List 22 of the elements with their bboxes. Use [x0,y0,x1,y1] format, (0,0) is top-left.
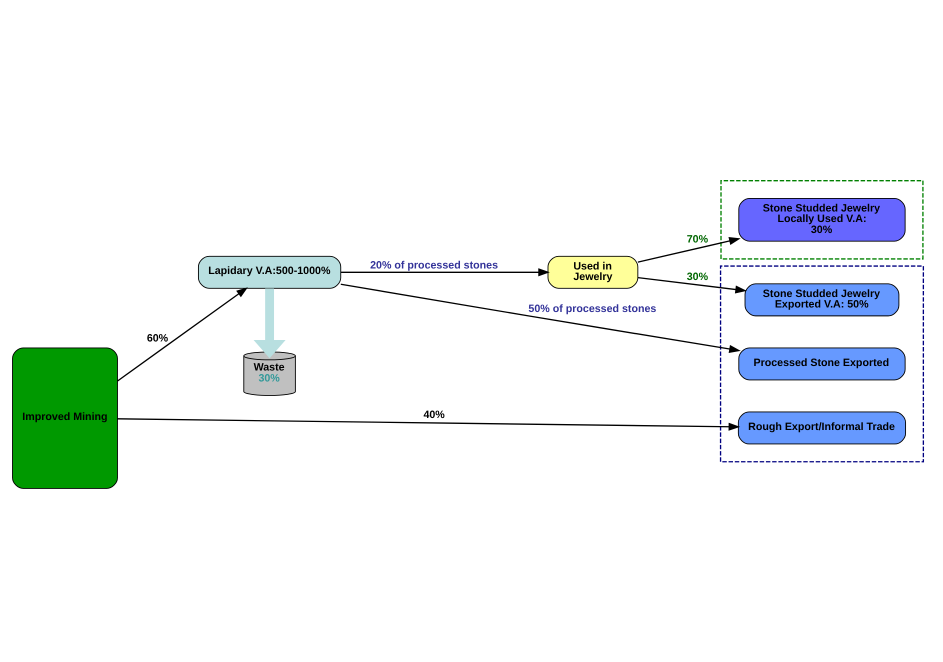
node-box: Used in Jewelry [548,256,638,289]
arrow [340,284,741,353]
node-box: Improved Mining [12,347,118,489]
edge-label: 50% of processed stones [528,302,656,315]
node-box: Rough Export/Informal Trade [738,412,906,444]
cluster [720,265,924,462]
arrow [117,418,740,431]
node-box: Processed Stone Exported [738,347,906,380]
edge-label: 60% [146,332,168,344]
arrow [254,288,286,358]
node-box: Stone Studded Jewelry Locally Used V.A: 30% [738,198,906,242]
cluster [720,180,924,260]
node-box: Lapidary V.A:500-1000% [198,256,342,289]
arrow [638,237,741,263]
arrow [638,276,747,294]
edge-label: 20% of processed stones [370,259,498,272]
arrow [117,287,248,382]
arrow [341,268,550,276]
edge-label: 40% [423,408,445,421]
edge-label: 30% [686,270,708,283]
edge-label: 70% [686,234,708,246]
node-box: Stone Studded Jewelry Exported V.A: 50% [744,283,900,316]
